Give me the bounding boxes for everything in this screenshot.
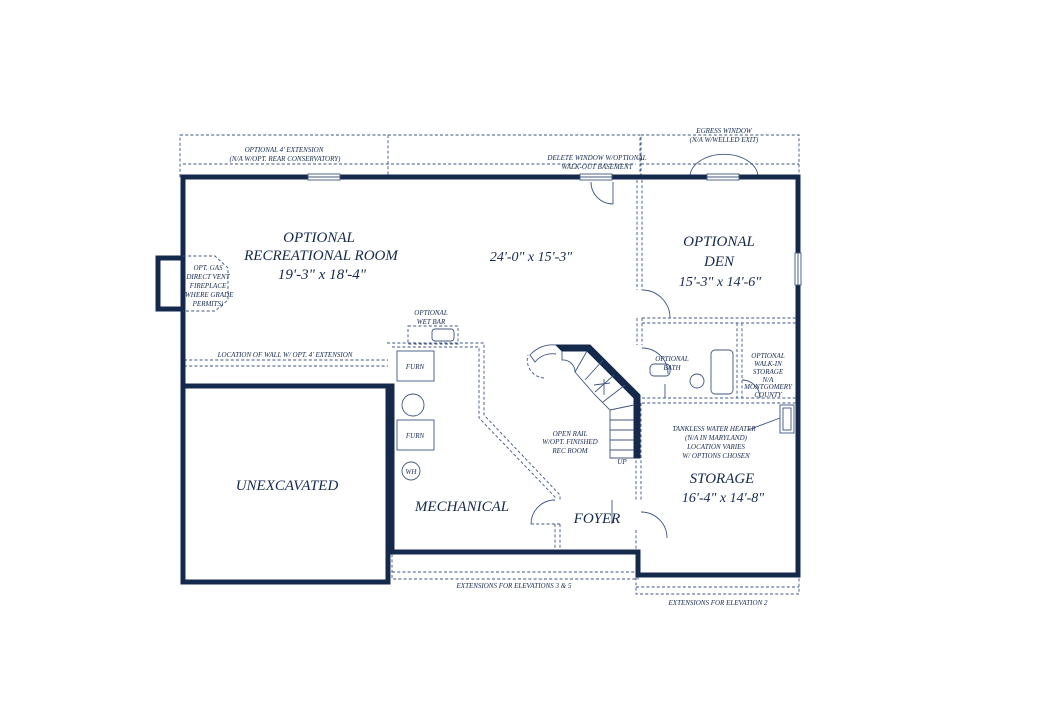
stair-rail-dashed: [526, 354, 545, 379]
delete-window-note-2: WALK-OUT BASEMENT: [561, 163, 633, 171]
mech-door-swing: [530, 499, 556, 525]
den-door-swing: [641, 289, 671, 319]
optional-extensions: [179, 134, 800, 595]
fireplace-note-2: DIRECT VENT: [185, 273, 230, 281]
mechanical-label: MECHANICAL: [414, 499, 509, 515]
delete-window-note-1: DELETE WINDOW W/OPTIONAL: [546, 154, 646, 162]
open-rail-note-3: REC ROOM: [551, 447, 588, 455]
fireplace-note-5: PERMITS): [192, 300, 224, 308]
opt-bath-note-1: OPTIONAL: [655, 355, 689, 363]
fireplace: [183, 255, 229, 312]
stair-up-label: UP: [617, 458, 627, 466]
wet-bar-counter: [407, 325, 459, 345]
den-dims: 15'-3" x 14'-6": [679, 275, 761, 290]
walkin-note-4: N/A: [762, 376, 775, 384]
furnace-2: [396, 419, 435, 451]
wet-bar-sink: [431, 328, 455, 342]
bath-door-swing: [641, 347, 669, 375]
bath-tub: [710, 349, 734, 395]
water-heater-circle: [401, 461, 421, 481]
stair-rail-curve: [529, 344, 557, 363]
stairs: [526, 344, 641, 459]
rec-room-title-1: OPTIONAL: [283, 230, 355, 246]
walkin-note-1: OPTIONAL: [751, 352, 785, 360]
bath-sink: [649, 363, 671, 377]
furnace-2-label: FURN: [405, 432, 425, 440]
den-title-1: OPTIONAL: [683, 234, 755, 250]
windows: [307, 173, 802, 286]
tankless-heater-inner: [782, 407, 792, 431]
wall-extension-note: LOCATION OF WALL W/ OPT. 4' EXTENSION: [217, 351, 353, 359]
fireplace-note-3: FIREPLACE: [189, 282, 227, 290]
fireplace-hearth: [183, 255, 229, 312]
open-rail-note-2: W/OPT. FINISHED: [542, 438, 597, 446]
fireplace-bumpout: [155, 255, 183, 312]
egress-window-well: [689, 153, 759, 178]
opt-bath-note-2: BATH: [663, 364, 681, 372]
egress-note-1: EGRESS WINDOW: [695, 127, 753, 135]
walkin-note-6: COUNTY: [754, 391, 782, 399]
den-title-2: DEN: [703, 254, 735, 270]
rear-extension-outline: [179, 134, 641, 178]
bath-toilet: [689, 373, 705, 389]
walkin-door-swing: [741, 379, 761, 399]
tankless-note-4: W/ OPTIONS CHOSEN: [682, 452, 750, 460]
ext-4ft-note-1: OPTIONAL 4' EXTENSION: [245, 146, 324, 154]
mech-wall-inner: [392, 346, 556, 500]
tankless-note-1: TANKLESS WATER HEATER: [672, 425, 756, 433]
egress-extension-outline: [640, 134, 800, 178]
ext-4ft-note-2: (N/A W/OPT. REAR CONSERVATORY): [230, 155, 342, 163]
tankless-note-3: LOCATION VARIES: [686, 443, 745, 451]
stair-arrow: [593, 379, 611, 395]
walkout-door-swing: [590, 181, 614, 205]
rec-room-dims: 19'-3" x 18'-4": [278, 267, 367, 283]
open-rail-note-1: OPEN RAIL: [553, 430, 588, 438]
storage-door-swing: [640, 511, 668, 539]
ext-elev-2-note: EXTENSIONS FOR ELEVATION 2: [668, 599, 768, 607]
fireplace-note-1: OPT. GAS: [193, 264, 223, 272]
walkin-note-5: MONTGOMERY: [743, 383, 793, 391]
egress-note-2: (N/A W/WELLED EXIT): [690, 136, 759, 144]
exterior-walls: [155, 174, 801, 585]
elev-35-extension: [391, 551, 639, 580]
mech-wall-outer: [387, 342, 561, 500]
mech-wall-lower: [554, 524, 561, 548]
walkin-note-3: STORAGE: [753, 368, 784, 376]
stair-inner-outline: [561, 351, 634, 459]
ext-elev-35-note: EXTENSIONS FOR ELEVATIONS 3 & 5: [456, 582, 572, 590]
wet-bar: [407, 325, 459, 345]
mech-tank-circle: [401, 393, 425, 417]
rec-room-title-2: RECREATIONAL ROOM: [243, 248, 399, 264]
optional-bath: [641, 347, 734, 398]
storage-label: STORAGE: [690, 471, 755, 487]
tankless-heater: [779, 404, 795, 434]
walkin-note-2: WALK-IN: [754, 360, 782, 368]
tankless-leader: [747, 417, 781, 431]
foyer-label: FOYER: [573, 511, 621, 527]
water-heater-label: WH: [406, 468, 418, 476]
tankless-note-2: (N/A IN MARYLAND): [685, 434, 748, 442]
unexcavated-wall: [180, 383, 391, 585]
storage-dims: 16'-4" x 14'-8": [682, 491, 764, 506]
furnace-1-label: FURN: [405, 363, 425, 371]
elev-2-extension: [635, 574, 800, 595]
fireplace-note-4: (WHERE GRADE: [183, 291, 234, 299]
wet-bar-note-2: WET BAR: [417, 318, 446, 326]
wet-bar-note-1: OPTIONAL: [414, 309, 448, 317]
mechanical-room: [387, 342, 561, 548]
rec-room-alt-dims: 24'-0" x 15'-3": [490, 250, 572, 265]
unexcavated-label: UNEXCAVATED: [236, 478, 339, 494]
furnace-1: [396, 350, 435, 382]
